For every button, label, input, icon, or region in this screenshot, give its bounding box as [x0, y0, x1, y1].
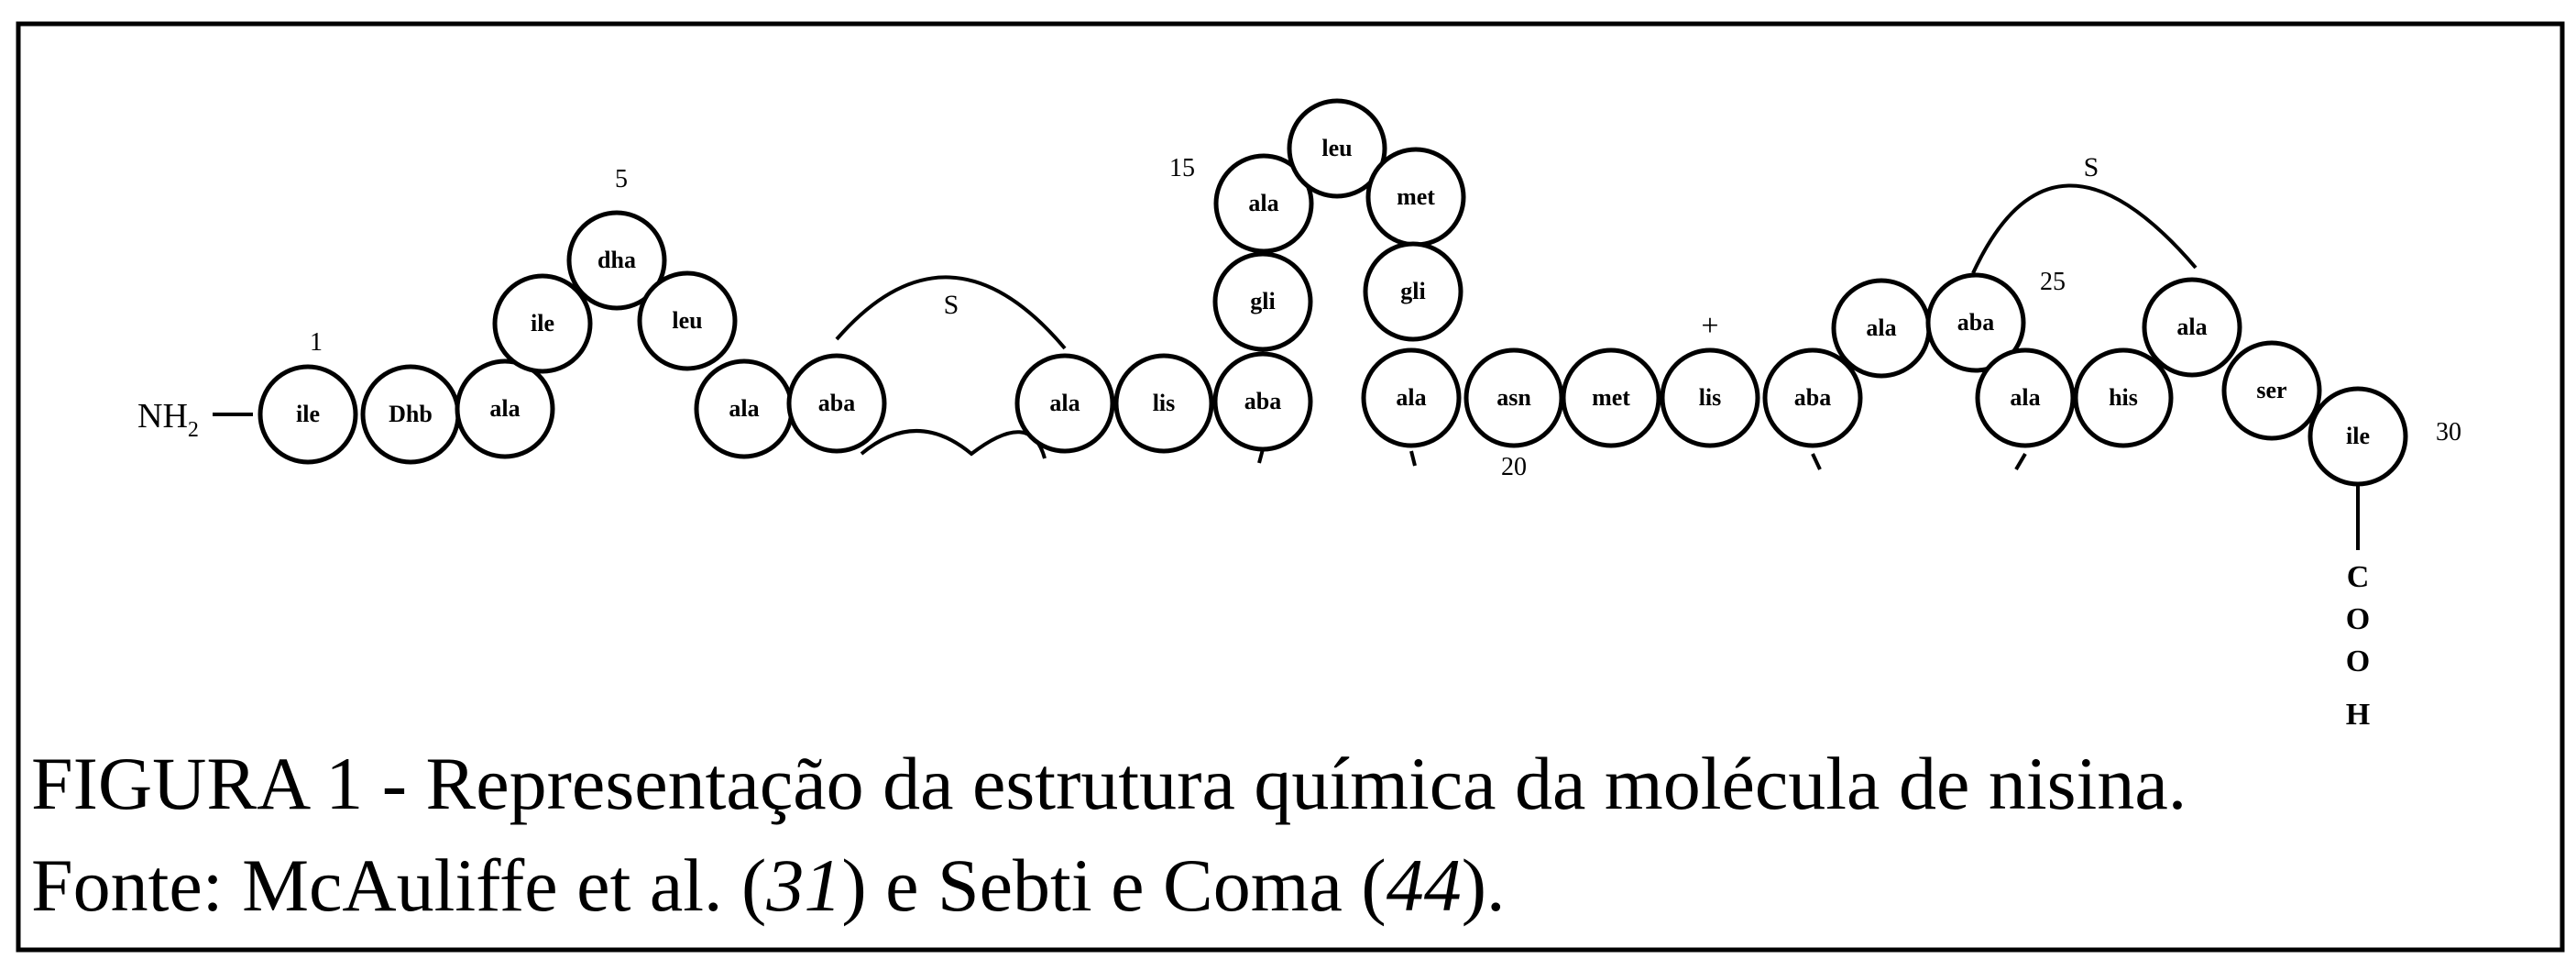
residue-labels: ile Dhb ala ile dha leu ala aba ala lis … [296, 135, 2370, 449]
position-numbers: 1 5 15 20 25 30 [310, 154, 2461, 481]
residue-label: lis [1153, 390, 1176, 416]
c-terminus: C O O H [2346, 560, 2370, 732]
residue-leu-14 [1287, 98, 1387, 199]
residue-ser-27 [2221, 340, 2322, 441]
residue-his-25 [2073, 347, 2174, 448]
figure-frame [16, 21, 2565, 953]
residue-ala-24 [1975, 347, 2076, 448]
figure-caption-line2: Fonte: McAuliffe et al. (31) e Sebti e C… [31, 843, 1506, 927]
residue-label: gli [1400, 278, 1425, 304]
residue-label: dha [597, 247, 636, 273]
residue-label: aba [1957, 309, 1994, 336]
residue-label: aba [1244, 388, 1281, 414]
residue-label: aba [1794, 384, 1831, 411]
residue-ala-17 [1361, 347, 1462, 448]
sulfur-label: S [2084, 152, 2099, 182]
position-20: 20 [1501, 453, 1527, 481]
residue-label: ile [531, 310, 554, 336]
residue-label: Dhb [389, 401, 433, 427]
residue-label: ala [1396, 384, 1426, 411]
figure-caption-line1: FIGURA 1 - Representação da estrutura qu… [31, 742, 2187, 825]
residue-label: ala [2176, 314, 2207, 340]
c-terminus-letter: H [2346, 698, 2370, 732]
residue-label: aba [818, 390, 855, 416]
residue-label: leu [1321, 135, 1352, 161]
residue-label: asn [1496, 384, 1531, 411]
position-15: 15 [1169, 154, 1195, 182]
residue-lis-10 [1113, 353, 1214, 454]
residue-gli-16 [1363, 241, 1463, 342]
residue-aba-11 [1212, 351, 1313, 452]
residue-label: ile [2346, 423, 2370, 449]
n-terminus-label: NH2 [137, 397, 199, 442]
residue-label: his [2109, 384, 2138, 411]
residue-ala-3 [455, 358, 555, 459]
residue-met-19 [1561, 347, 1661, 448]
residue-ile-1 [258, 364, 358, 465]
residue-aba-21 [1762, 347, 1863, 448]
residue-dha-5 [566, 210, 667, 311]
residue-aba-23 [1925, 272, 2026, 373]
sulfur-label: S [944, 290, 959, 320]
residue-label: ala [729, 395, 759, 422]
residue-ala-9 [1014, 353, 1115, 454]
residue-ala-26 [2142, 277, 2242, 378]
residue-label: met [1592, 384, 1630, 411]
residue-ile-4 [492, 273, 593, 374]
residue-label: ala [1049, 390, 1080, 416]
residue-ile-28 [2307, 386, 2408, 487]
residue-label: lis [1699, 384, 1722, 411]
charge-label: + [1701, 309, 1718, 343]
residue-circles [258, 98, 2408, 487]
c-terminus-letter: C [2347, 560, 2370, 594]
position-1: 1 [310, 328, 323, 357]
residue-label: ala [1866, 314, 1896, 341]
residue-label: gli [1250, 288, 1275, 314]
residue-label: ala [1248, 190, 1278, 216]
residue-label: ala [2010, 384, 2040, 411]
residue-leu-6 [637, 270, 738, 371]
residue-gli-12 [1212, 251, 1313, 352]
residue-label: met [1397, 183, 1435, 210]
residue-aba-8 [786, 353, 887, 454]
position-25: 25 [2040, 268, 2066, 296]
position-30: 30 [2436, 418, 2461, 446]
c-terminus-letter: O [2346, 645, 2370, 678]
residue-label: ser [2256, 377, 2286, 403]
position-5: 5 [615, 165, 628, 193]
residue-ala-13 [1213, 153, 1314, 254]
residue-label: leu [672, 307, 702, 334]
residue-label: ile [296, 401, 320, 427]
residue-label: ala [489, 395, 520, 422]
residue-lis-20 [1660, 347, 1760, 448]
c-terminus-letter: O [2346, 602, 2370, 636]
